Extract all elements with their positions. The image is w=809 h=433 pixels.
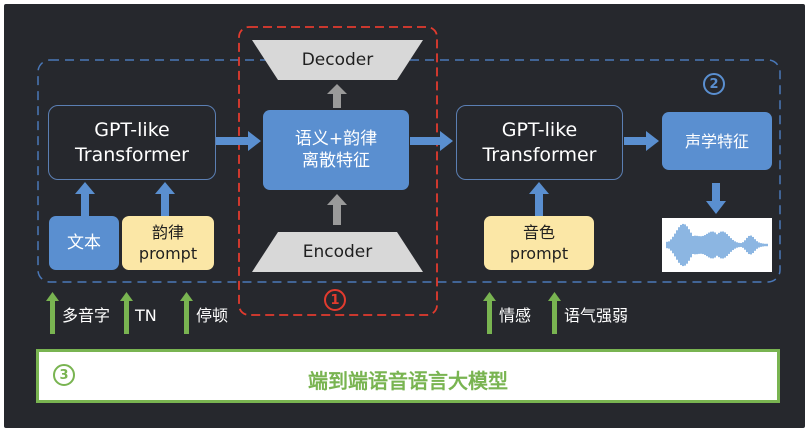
arrow-text-up [75, 182, 95, 216]
codec-dashed-frame [238, 26, 438, 316]
arrow-prosody-up [155, 182, 175, 216]
arrow-features-to-gpt-right [410, 131, 453, 151]
arrow-timbre-up [529, 182, 549, 216]
encoder-label: Encoder [302, 242, 373, 262]
end-to-end-model-bar: 3 端到端语音语言大模型 [36, 349, 780, 403]
decoder-shape [252, 40, 423, 80]
pipeline-dashed-frame [37, 59, 781, 283]
semantic-prosody-features-box: 语义+韵律 离散特征 [263, 110, 409, 190]
text-input-box: 文本 [49, 216, 119, 270]
arrow-features-to-decoder [327, 84, 347, 108]
arrow-acoustic-down [706, 183, 726, 214]
label-pause: 停顿 [196, 306, 229, 325]
label-polyphone: 多音字 [62, 306, 111, 325]
arrow-gpt-left-to-features [216, 131, 261, 151]
label-tone-strength: 语气强弱 [564, 306, 629, 325]
timbre-prompt-box: 音色 prompt [484, 216, 594, 270]
arrow-gpt-right-to-acoustic [624, 131, 659, 151]
marker-1: 1 [324, 289, 346, 311]
end-to-end-model-title: 端到端语音语言大模型 [308, 369, 508, 393]
label-tn: TN [135, 306, 157, 325]
acoustic-features-box: 声学特征 [662, 112, 772, 170]
waveform-icon [666, 223, 768, 267]
gpt-like-transformer-left: GPT-like Transformer [48, 105, 216, 180]
decoder-label: Decoder [301, 50, 374, 70]
arrow-encoder-to-features [327, 194, 347, 225]
green-arrows [46, 292, 561, 334]
gpt-like-transformer-right: GPT-like Transformer [456, 105, 623, 180]
marker-3: 3 [53, 364, 75, 386]
encoder-shape [252, 232, 423, 272]
label-emotion: 情感 [499, 306, 532, 325]
prosody-prompt-box: 韵律 prompt [122, 216, 214, 270]
marker-2: 2 [703, 73, 725, 95]
